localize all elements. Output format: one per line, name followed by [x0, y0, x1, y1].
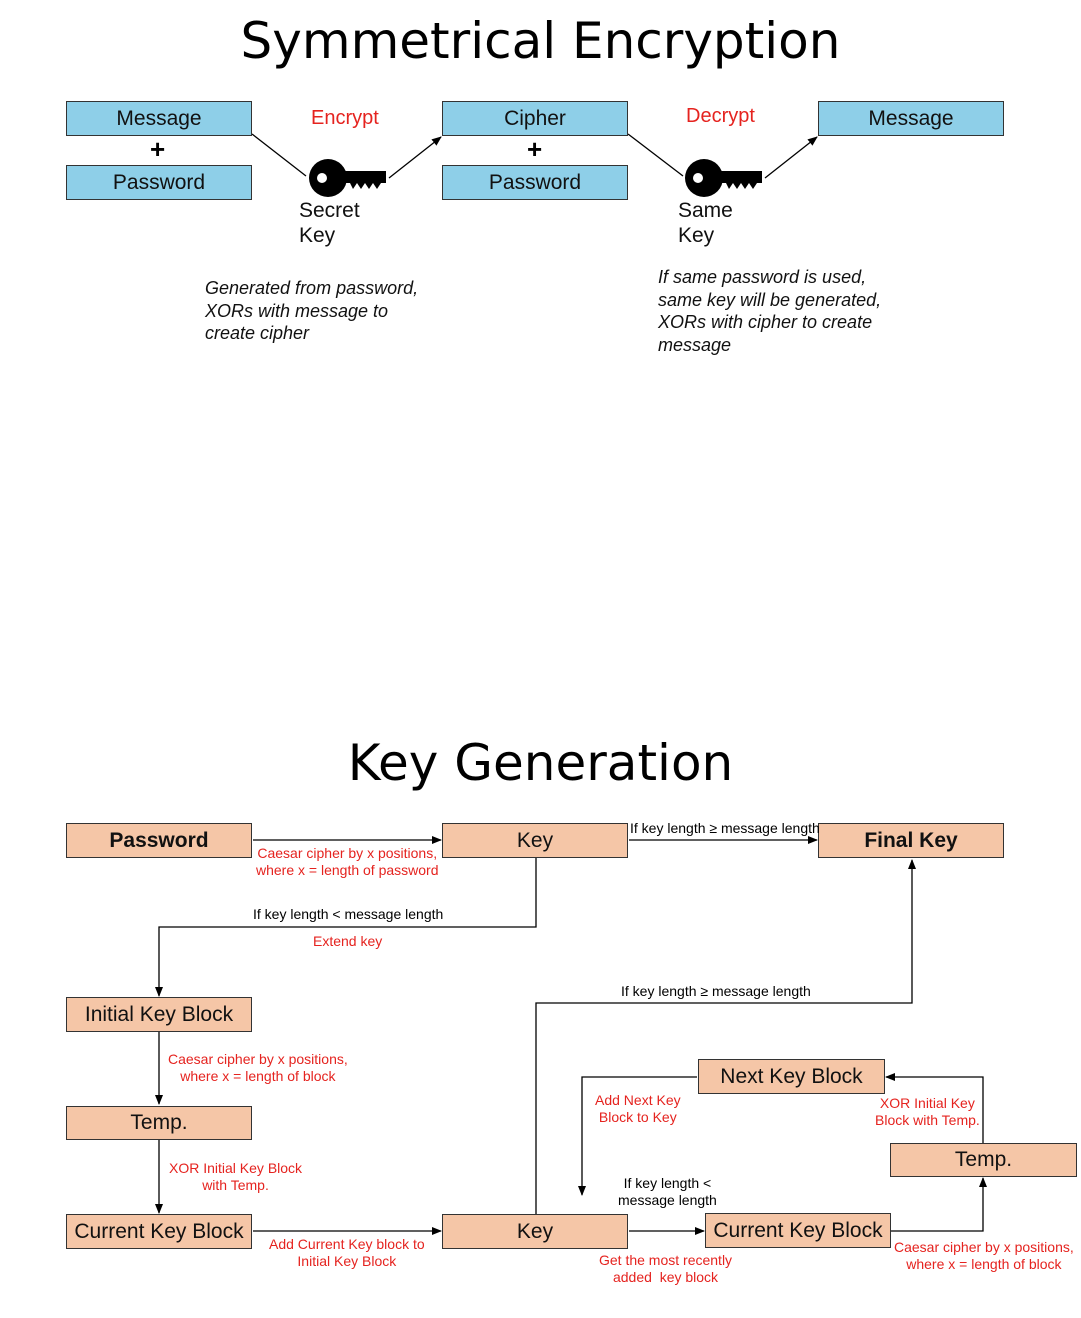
arrow-key-to-initial-block	[155, 858, 537, 997]
final-key-box: Final Key	[818, 823, 1004, 858]
same-key-label: Same Key	[678, 199, 733, 247]
temp-box-right: Temp.	[890, 1143, 1077, 1177]
label-if-ge-mid: If key length ≥ message length	[621, 983, 811, 999]
cipher-box: Cipher	[442, 101, 628, 136]
arrow-key-to-message	[764, 136, 818, 179]
arrow-key-to-cipher	[388, 136, 442, 179]
message-box-right: Message	[818, 101, 1004, 136]
label-if-lt-bottom: If key length < message length	[618, 1175, 717, 1208]
next-key-block-box: Next Key Block	[698, 1059, 885, 1094]
label-if-ge-top: If key length ≥ message length	[630, 820, 820, 836]
arrow-next-to-key	[578, 1076, 697, 1196]
label-caesar-block-left: Caesar cipher by x positions, where x = …	[168, 1051, 348, 1084]
arrow-key-to-final-loop	[535, 859, 916, 1214]
line-message-to-key	[251, 133, 307, 177]
secret-key-label: Secret Key	[299, 199, 360, 247]
symmetric-title: Symmetrical Encryption	[240, 12, 841, 70]
arrow-current-to-temp-right	[891, 1177, 987, 1232]
keygen-title: Key Generation	[347, 734, 734, 792]
current-key-block-box-right: Current Key Block	[705, 1213, 891, 1248]
label-add-next: Add Next Key Block to Key	[595, 1092, 681, 1125]
decrypt-label: Decrypt	[686, 105, 755, 127]
password-box: Password	[66, 823, 252, 858]
temp-box-left: Temp.	[66, 1106, 252, 1140]
label-get-recent: Get the most recently added key block	[599, 1252, 733, 1285]
encrypt-label: Encrypt	[311, 107, 379, 129]
current-key-block-box-left: Current Key Block	[66, 1214, 252, 1249]
label-xor-right: XOR Initial Key Block with Temp.	[875, 1095, 980, 1128]
key-box-top: Key	[442, 823, 628, 858]
arrow-temp-to-next	[885, 1073, 984, 1143]
label-add-current: Add Current Key block to Initial Key Blo…	[269, 1236, 425, 1269]
password-box-left: Password	[66, 165, 252, 200]
initial-key-block-box: Initial Key Block	[66, 997, 252, 1032]
plus-icon-left: +	[150, 134, 166, 164]
key-box-bottom: Key	[442, 1214, 628, 1249]
note-decrypt: If same password is used, same key will …	[658, 267, 882, 355]
note-encrypt: Generated from password, XORs with messa…	[205, 278, 419, 343]
label-if-lt-top: If key length < message length	[253, 906, 444, 922]
line-cipher-to-key	[627, 133, 684, 177]
password-box-mid: Password	[442, 165, 628, 200]
label-caesar-block-right: Caesar cipher by x positions, where x = …	[894, 1239, 1074, 1272]
secret-key-icon	[309, 159, 386, 197]
label-xor-left: XOR Initial Key Block with Temp.	[169, 1160, 303, 1193]
label-extend-key: Extend key	[313, 933, 383, 949]
plus-icon-mid: +	[527, 134, 543, 164]
message-box-left: Message	[66, 101, 252, 136]
label-caesar-password: Caesar cipher by x positions, where x = …	[256, 845, 439, 878]
same-key-icon	[685, 159, 762, 197]
